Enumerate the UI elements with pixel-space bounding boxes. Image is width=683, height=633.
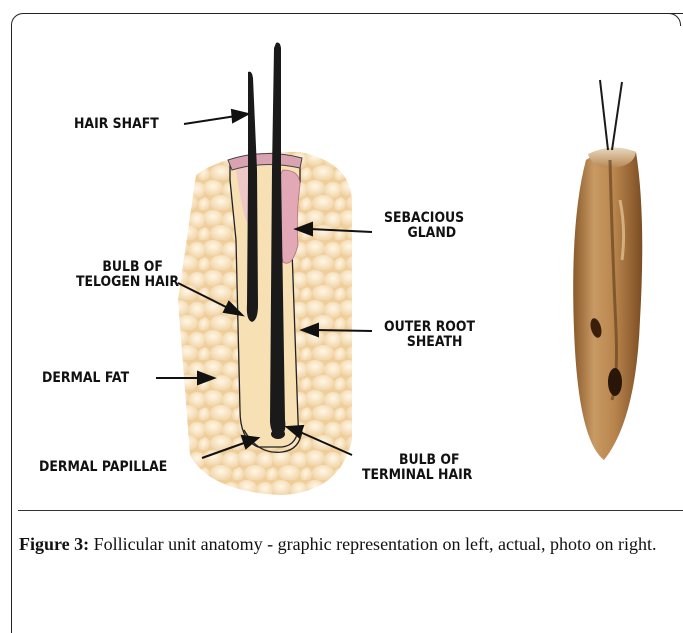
- label-dermal-fat: DERMAL FAT: [42, 371, 129, 386]
- label-sebaceous-line1: SEBACIOUS: [384, 211, 464, 226]
- label-sebaceous-line2: GLAND: [384, 226, 464, 241]
- label-terminal-line2: TERMINAL HAIR: [362, 468, 472, 483]
- caption-text: Follicular unit anatomy - graphic repres…: [89, 534, 656, 554]
- label-sebaceous-gland: SEBACIOUS GLAND: [384, 211, 464, 241]
- figure-caption: Figure 3: Follicular unit anatomy - grap…: [19, 531, 669, 558]
- label-terminal-line1: BULB OF: [362, 453, 472, 468]
- label-bulb-telogen: BULB OF TELOGEN HAIR: [76, 260, 179, 290]
- label-telogen-line2: TELOGEN HAIR: [76, 275, 179, 290]
- label-dermal-papillae: DERMAL PAPILLAE: [39, 460, 167, 475]
- caption-label: Figure 3:: [19, 534, 89, 554]
- caption-divider: [18, 510, 683, 511]
- label-outer-root-sheath: OUTER ROOT SHEATH: [384, 320, 475, 350]
- follicle-photo: [573, 80, 642, 460]
- telogen-hair: [247, 72, 258, 322]
- label-bulb-terminal: BULB OF TERMINAL HAIR: [362, 453, 472, 483]
- label-hair-shaft: HAIR SHAFT: [74, 117, 159, 132]
- label-outer-root-line1: OUTER ROOT: [384, 320, 475, 335]
- label-outer-root-line2: SHEATH: [384, 335, 475, 350]
- label-telogen-line1: BULB OF: [76, 260, 179, 275]
